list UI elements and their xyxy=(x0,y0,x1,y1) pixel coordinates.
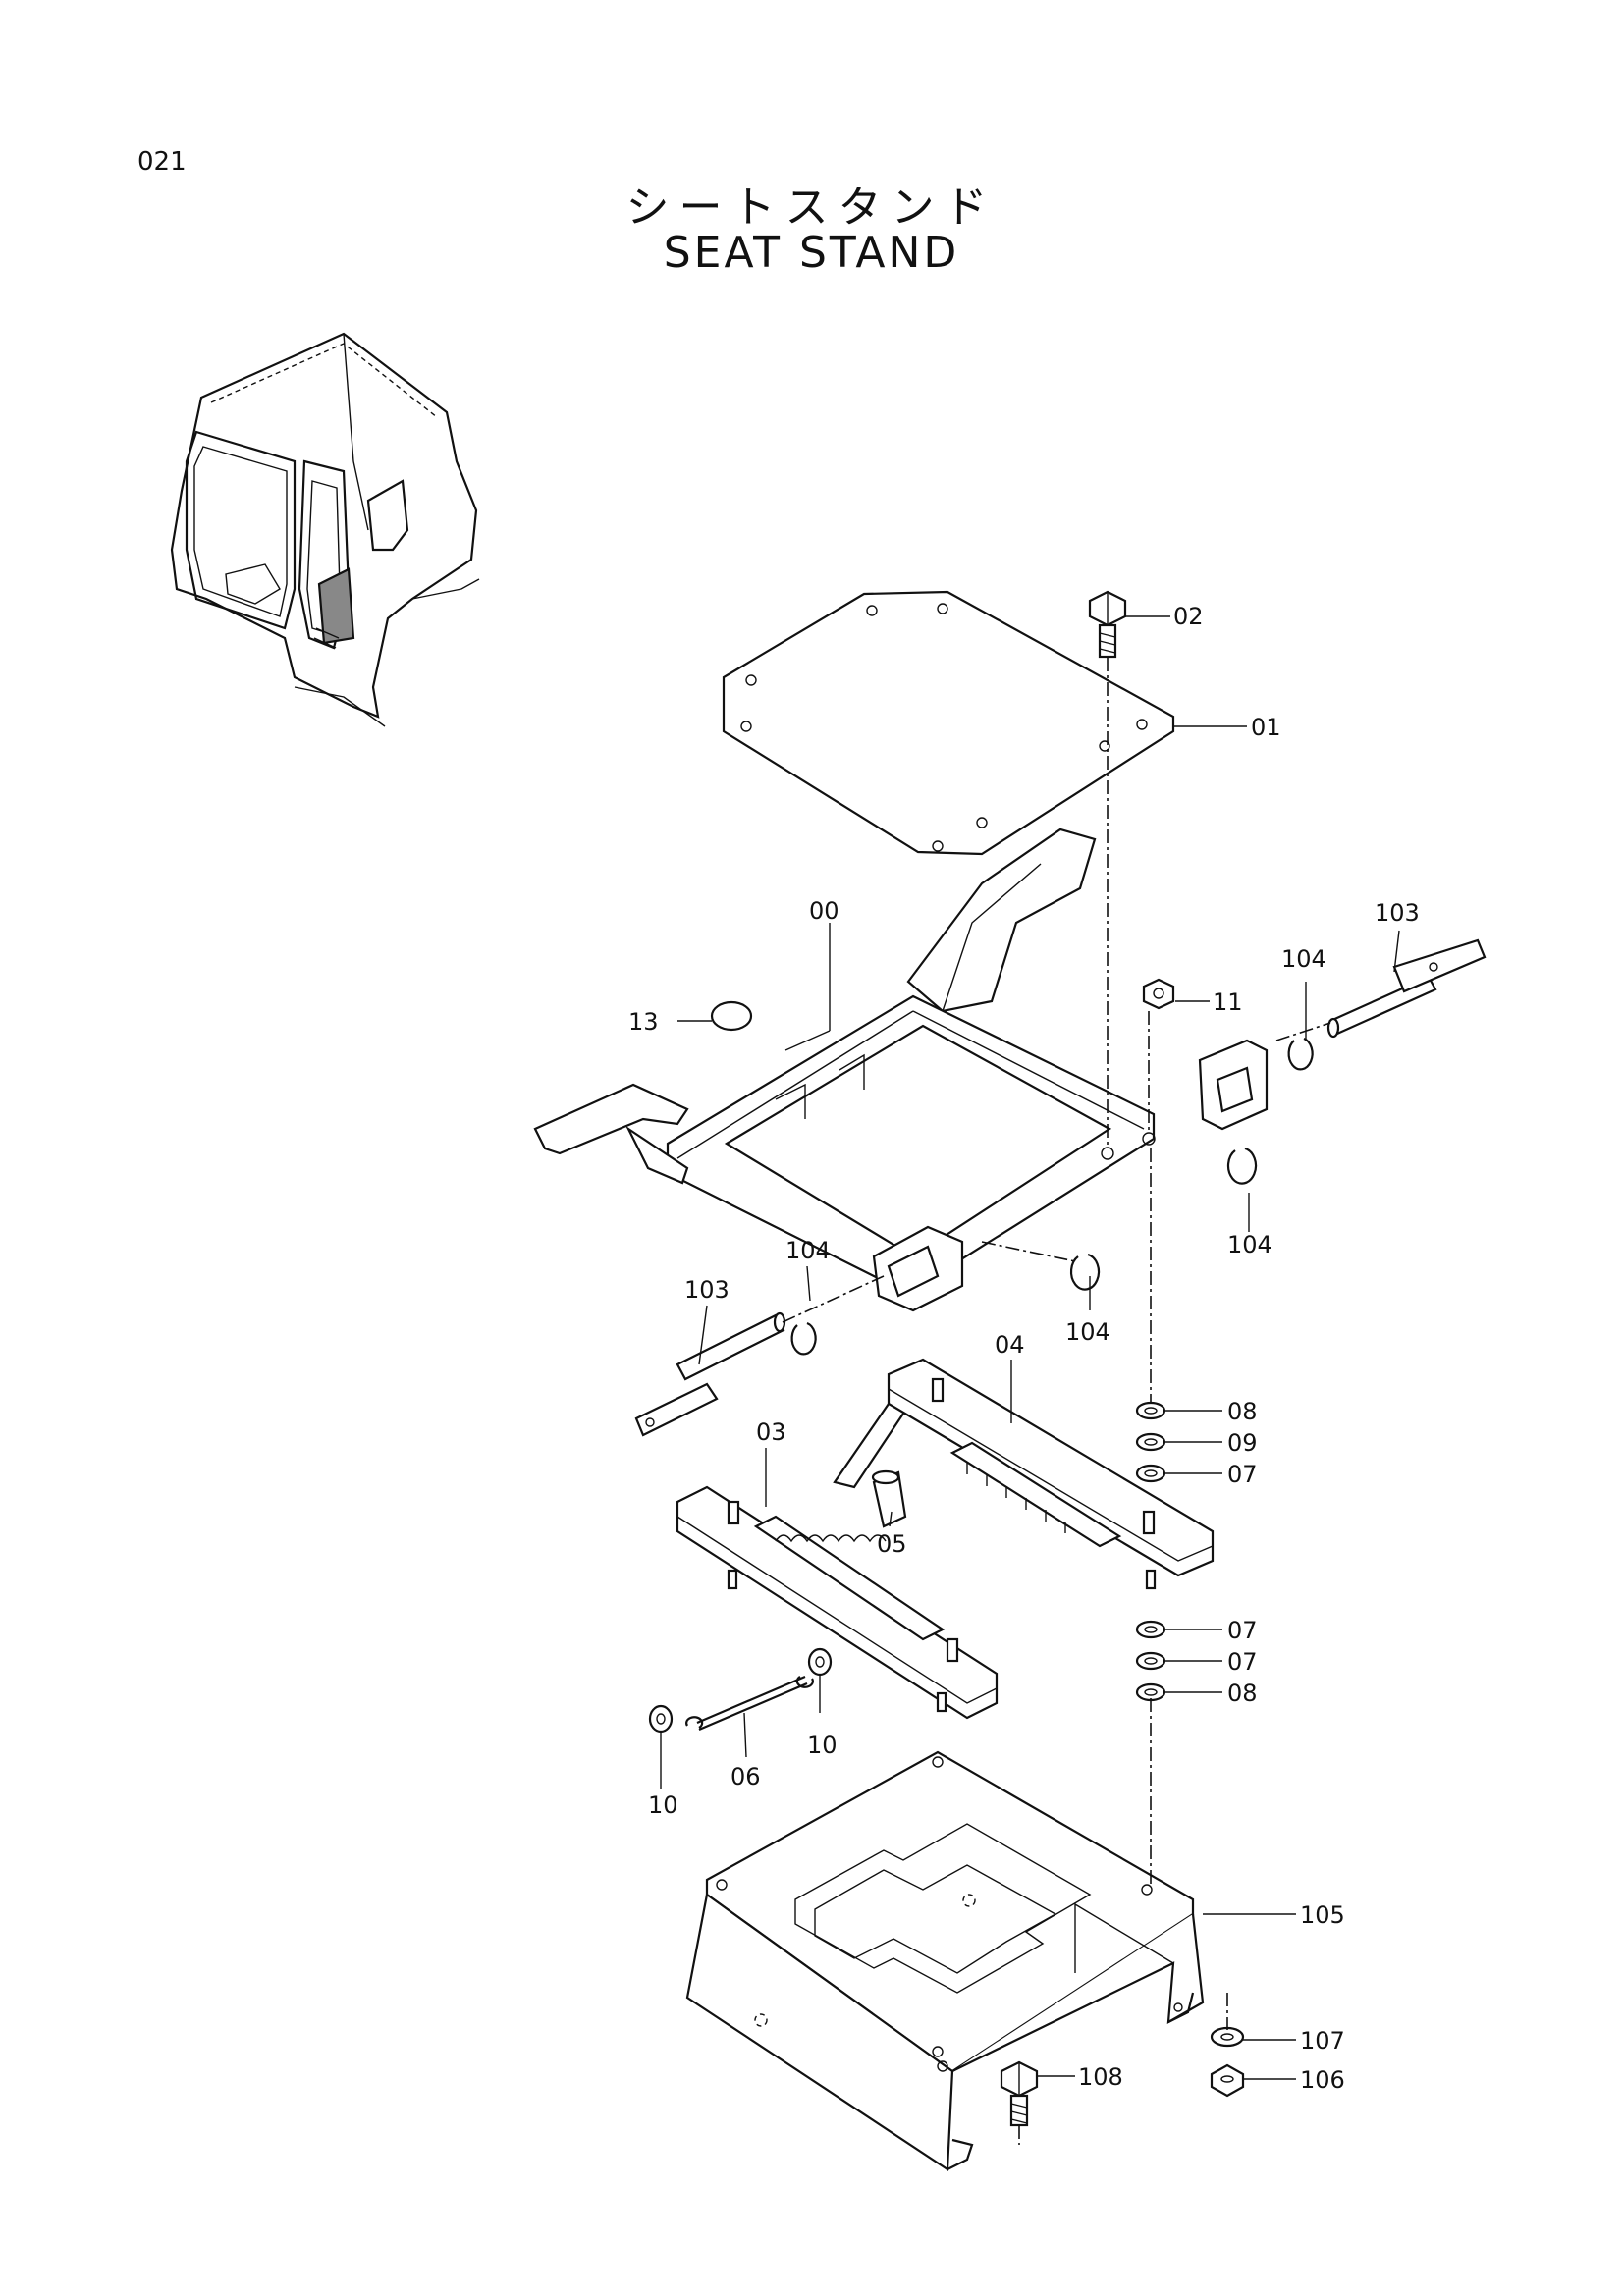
part-105-stand xyxy=(685,1750,1205,2171)
washer-stack xyxy=(1135,1401,1166,1702)
callout-104-upper-left: 104 xyxy=(1281,945,1326,973)
callout-105: 105 xyxy=(1300,1901,1345,1929)
part-103-pin-lower xyxy=(634,1311,786,1437)
callout-02: 02 xyxy=(1173,603,1204,630)
callout-01: 01 xyxy=(1251,714,1281,741)
cab-locator-illustration xyxy=(170,332,480,727)
callout-107: 107 xyxy=(1300,2027,1345,2055)
part-104-snap-rings xyxy=(790,1037,1314,1356)
callout-104-upper-right: 104 xyxy=(1227,1231,1272,1258)
page-title-japanese: シートスタンド xyxy=(625,183,998,233)
part-13-plug xyxy=(710,1000,753,1032)
assembly-center-lines xyxy=(782,658,1331,2145)
part-00-seat-frame xyxy=(533,828,1269,1312)
callout-11: 11 xyxy=(1213,988,1243,1016)
part-02-bolt xyxy=(1088,590,1127,659)
callout-106: 106 xyxy=(1300,2066,1345,2094)
page-number: 021 xyxy=(137,147,187,177)
part-106-nut xyxy=(1210,2063,1245,2098)
callout-108: 108 xyxy=(1078,2063,1123,2091)
part-04-slide-rail-right xyxy=(833,1358,1215,1590)
callout-08-upper: 08 xyxy=(1227,1398,1258,1425)
callout-00: 00 xyxy=(809,897,839,925)
callout-08-lower: 08 xyxy=(1227,1680,1258,1707)
page-title-english: SEAT STAND xyxy=(663,228,960,278)
leader-lines xyxy=(660,615,1400,2080)
callout-06: 06 xyxy=(730,1763,761,1790)
part-108-bolt xyxy=(1000,2060,1039,2127)
callout-13: 13 xyxy=(628,1008,659,1036)
callout-04: 04 xyxy=(995,1331,1025,1359)
callout-104-lower: 104 xyxy=(785,1237,831,1264)
part-11-nut xyxy=(1142,978,1175,1010)
part-01-seat-plate xyxy=(722,590,1175,856)
callout-05: 05 xyxy=(877,1530,907,1558)
callout-10-right: 10 xyxy=(807,1732,838,1759)
callout-07-upper: 07 xyxy=(1227,1461,1258,1488)
part-03-slide-rail-left xyxy=(676,1485,999,1720)
callout-104-middle: 104 xyxy=(1065,1318,1110,1346)
callout-labels: 02 01 00 13 11 103 104 104 104 104 103 0… xyxy=(628,603,1420,2094)
callout-03: 03 xyxy=(756,1418,786,1446)
callout-103-upper: 103 xyxy=(1375,899,1420,927)
callout-09: 09 xyxy=(1227,1429,1258,1457)
part-06-spring xyxy=(685,1675,814,1732)
callout-10-left: 10 xyxy=(648,1791,678,1819)
part-10-washers xyxy=(648,1647,833,1734)
callout-103-lower: 103 xyxy=(684,1276,730,1304)
callout-07-middle: 07 xyxy=(1227,1617,1258,1644)
part-103-pin-upper xyxy=(1326,938,1487,1039)
callout-07-lower: 07 xyxy=(1227,1648,1258,1676)
part-107-washer xyxy=(1210,2026,1245,2048)
part-05-knob xyxy=(871,1469,907,1528)
